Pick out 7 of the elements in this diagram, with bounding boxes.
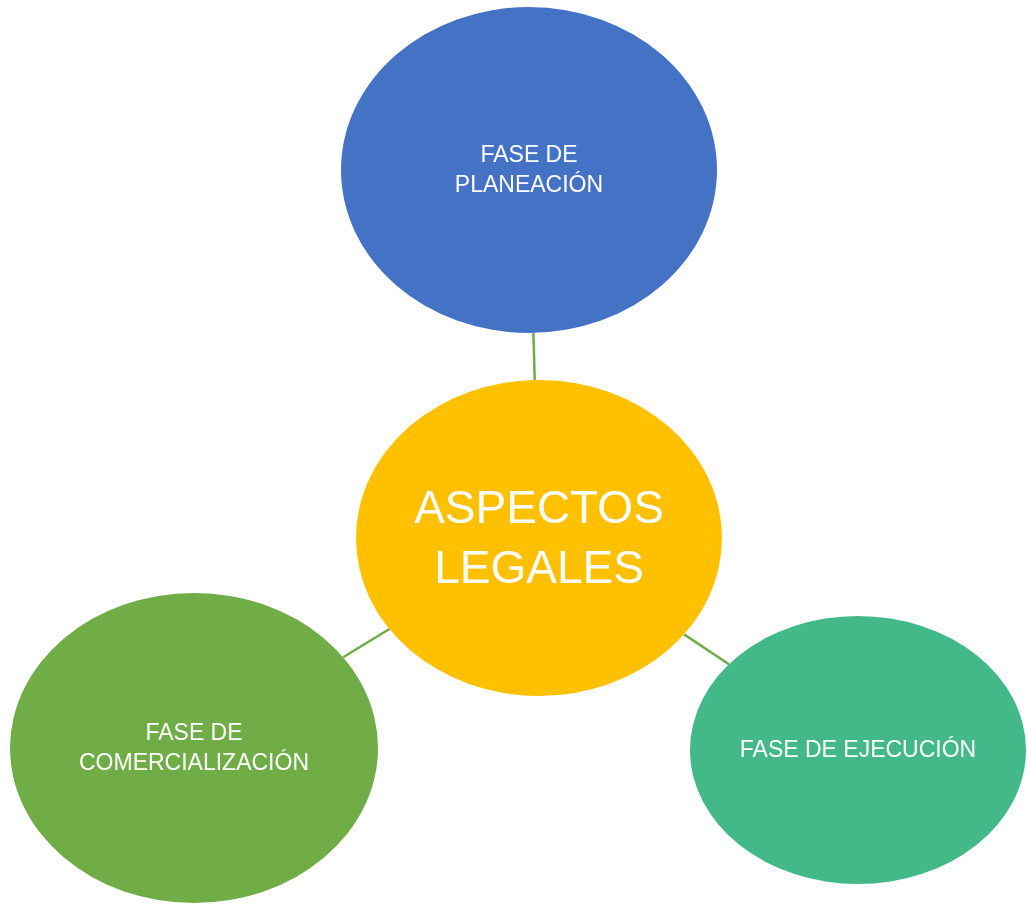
node-label: FASE DE PLANEACIÓN	[453, 140, 605, 199]
connector-line	[342, 627, 391, 659]
node-label: FASE DE EJECUCIÓN	[739, 735, 977, 765]
node-label: FASE DE COMERCIALIZACIÓN	[78, 718, 310, 777]
connector-line	[532, 332, 536, 381]
connector-line	[683, 633, 730, 666]
node-label: ASPECTOS LEGALES	[414, 480, 664, 595]
